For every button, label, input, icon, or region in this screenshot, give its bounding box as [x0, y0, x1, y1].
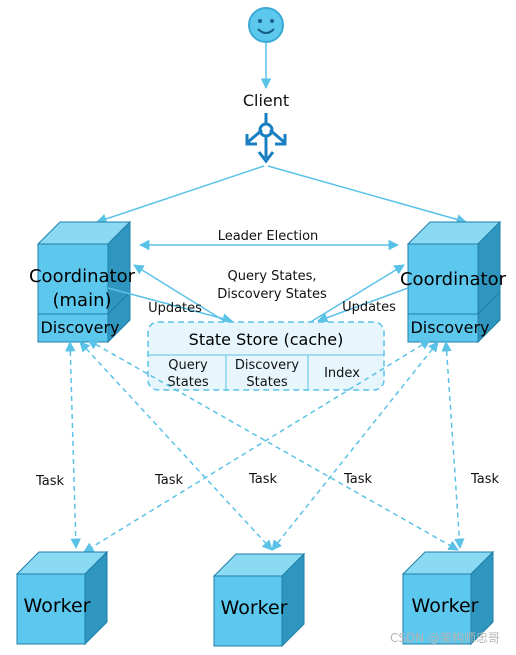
task-label-5: Task: [470, 472, 500, 487]
load-balancer-icon: [245, 113, 287, 164]
state-store-cell-query-line1: Query: [168, 358, 208, 373]
worker-node-3: [401, 550, 495, 646]
updates-left-label: Updates: [148, 301, 202, 316]
secondary-updates-arrow: [317, 287, 409, 323]
coordinator-secondary-node: [406, 220, 502, 344]
worker-label-2: Worker: [221, 597, 288, 619]
state-store-cell-index: Index: [324, 366, 360, 381]
state-store-cell-discovery-line2: States: [246, 375, 287, 390]
client-icon: [248, 7, 284, 43]
coordinator-main-title: Coordinator: [29, 266, 136, 287]
task-label-4: Task: [343, 472, 373, 487]
client-label: Client: [243, 91, 289, 110]
worker-label-3: Worker: [412, 595, 479, 617]
query-states-label-line1: Query States,: [228, 269, 317, 284]
coordinator-main-node: [36, 220, 132, 344]
task-line-main-worker1: [65, 340, 81, 550]
leader-election-label: Leader Election: [218, 229, 319, 244]
watermark: CSDN @架构师忠哥: [390, 630, 500, 645]
client-to-secondary-line: [267, 165, 468, 225]
coordinator-secondary-discovery: Discovery: [410, 318, 489, 337]
task-label-2: Task: [154, 473, 184, 488]
client-to-main-line: [96, 165, 265, 224]
task-line-secondary-worker3: [441, 340, 465, 550]
coordinator-secondary-title: Coordinator: [400, 269, 507, 290]
state-store-cell-query-line2: States: [167, 375, 208, 390]
main-updates-arrow: [107, 287, 234, 324]
worker-node-1: [15, 550, 109, 646]
worker-node-2: [212, 552, 306, 648]
worker-label-1: Worker: [24, 595, 91, 617]
state-store-cell-discovery-line1: Discovery: [235, 358, 300, 373]
coordinator-main-discovery: Discovery: [40, 318, 119, 337]
updates-right-label: Updates: [342, 300, 396, 315]
query-states-label-line2: Discovery States: [217, 287, 327, 302]
task-label-3: Task: [248, 472, 278, 487]
state-store-title: State Store (cache): [189, 330, 344, 349]
task-label-1: Task: [35, 474, 65, 489]
coordinator-main-subtitle: (main): [52, 290, 111, 311]
